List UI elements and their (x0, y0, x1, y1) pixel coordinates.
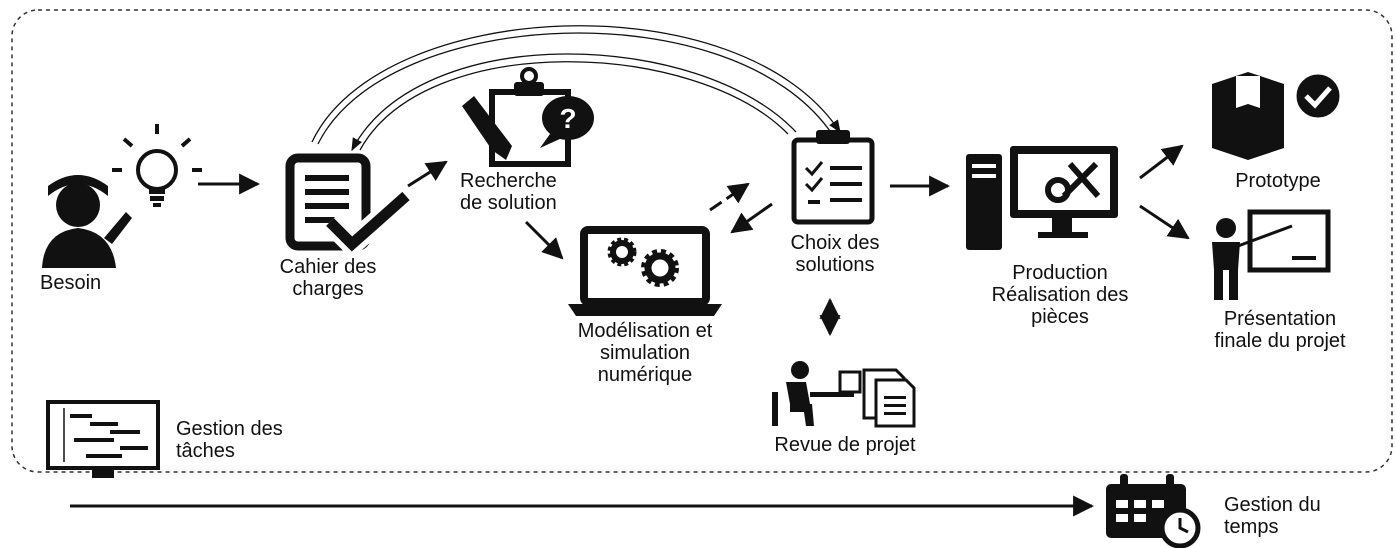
laptop-gears-icon (568, 226, 722, 316)
label-recherche: Recherche de solution (460, 170, 610, 214)
label-prototype: Prototype (1235, 170, 1321, 192)
label-modelisation: Modélisation et simulation numérique (540, 320, 750, 386)
arc-choix-to-cahier-inner (359, 61, 789, 151)
label-presentation-line2: finale du projet (1214, 330, 1346, 352)
presenter-board-icon (1212, 209, 1331, 300)
label-presentation: Présentation finale du projet (1180, 308, 1380, 352)
label-production-line3: pièces (1031, 306, 1089, 328)
label-besoin: Besoin (40, 272, 102, 294)
svg-text:?: ? (559, 103, 576, 134)
label-gestion-taches-line2: tâches (176, 440, 235, 462)
gantt-monitor-icon (46, 400, 160, 478)
label-production-line2: Réalisation des (991, 284, 1129, 306)
label-choix: Choix des solutions (760, 232, 910, 276)
label-recherche-line2: de solution (460, 192, 557, 214)
label-gestion-temps-line1: Gestion du (1224, 494, 1321, 516)
label-gestion-taches: Gestion des tâches (176, 418, 283, 462)
computer-tools-icon (966, 146, 1118, 250)
arc-choix-to-cahier (351, 53, 797, 152)
label-production-line1: Production (1012, 262, 1108, 284)
arc-cahier-to-choix (311, 25, 841, 143)
arrow-choix-to-modelisation (730, 202, 773, 234)
label-production: Production Réalisation des pièces (970, 262, 1150, 328)
process-boundary (11, 9, 1393, 473)
calendar-clock-icon (1106, 474, 1201, 548)
checklist-icon (791, 130, 875, 225)
arrow-modelisation-to-choix (709, 182, 750, 212)
person-idea-icon (42, 124, 202, 268)
label-cahier: Cahier des charges (258, 256, 398, 300)
arrow-production-to-presentation (1139, 204, 1190, 240)
document-check-icon (285, 153, 414, 260)
arrow-production-to-prototype (1139, 144, 1184, 180)
clipboard-question-icon: ? (462, 67, 594, 167)
label-revue: Revue de projet (774, 434, 916, 456)
arrow-cahier-to-recherche (407, 160, 448, 188)
label-gestion-temps-line2: temps (1224, 516, 1279, 538)
arrow-recherche-to-modelisation (524, 220, 564, 260)
person-desk-documents-icon (772, 361, 916, 428)
label-modelisation-line2: simulation (599, 342, 691, 364)
label-choix-line2: solutions (795, 254, 875, 276)
box-check-icon (1212, 69, 1345, 160)
label-cahier-line2: charges (292, 278, 364, 300)
label-cahier-line1: Cahier des (279, 256, 377, 278)
label-gestion-taches-line1: Gestion des (176, 418, 283, 440)
label-modelisation-line3: numérique (597, 364, 693, 386)
arc-cahier-to-choix-outer (317, 32, 833, 145)
label-gestion-temps: Gestion du temps (1224, 494, 1321, 538)
label-choix-line1: Choix des (790, 232, 880, 254)
label-presentation-line1: Présentation (1223, 308, 1337, 330)
label-modelisation-line1: Modélisation et (577, 320, 713, 342)
label-recherche-line1: Recherche (460, 170, 557, 192)
